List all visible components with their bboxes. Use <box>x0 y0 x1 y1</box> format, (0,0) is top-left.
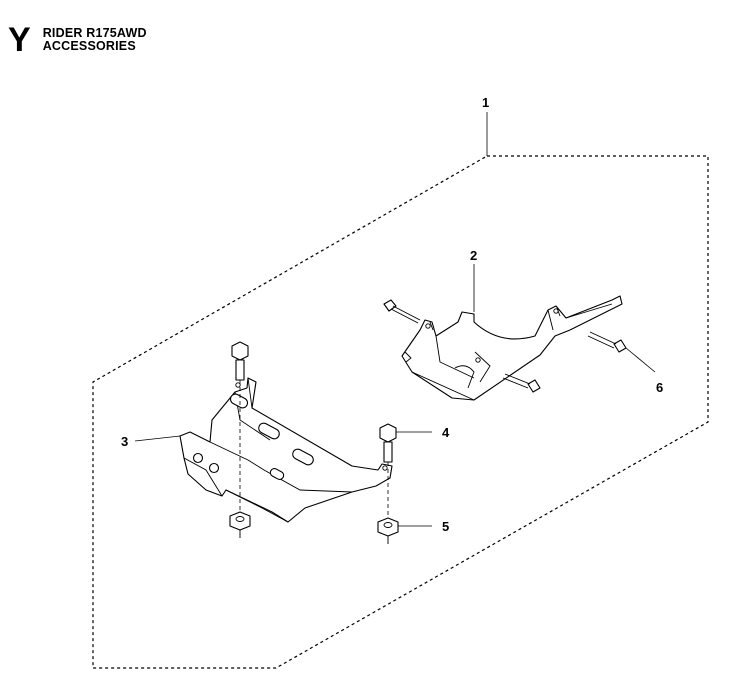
page-header: Y RIDER R175AWD ACCESSORIES <box>8 21 147 59</box>
right-bolt <box>379 423 397 540</box>
lower-center-bolt <box>502 373 541 393</box>
title-block: RIDER R175AWD ACCESSORIES <box>43 24 147 53</box>
right-nut <box>377 517 399 544</box>
callout-6: 6 <box>656 380 663 395</box>
upper-right-bolt-6 <box>587 331 627 353</box>
part-4-bolts <box>231 341 432 540</box>
callout-4: 4 <box>442 425 450 440</box>
kit-boundary <box>92 112 709 669</box>
part-5-nuts <box>229 511 432 544</box>
model-title: RIDER R175AWD <box>42 26 147 40</box>
part-3-skid-plate <box>134 377 393 523</box>
left-bolt <box>231 341 249 535</box>
callout-5: 5 <box>442 519 449 534</box>
category-title: ACCESSORIES <box>42 39 136 53</box>
section-letter: Y <box>8 21 31 59</box>
left-nut <box>229 511 251 538</box>
callout-3: 3 <box>121 434 128 449</box>
upper-left-bolt <box>383 299 421 324</box>
upper-bolts <box>383 299 656 393</box>
callout-2: 2 <box>470 248 477 263</box>
callout-1: 1 <box>482 95 489 110</box>
part-2-upper-bracket <box>401 264 623 401</box>
